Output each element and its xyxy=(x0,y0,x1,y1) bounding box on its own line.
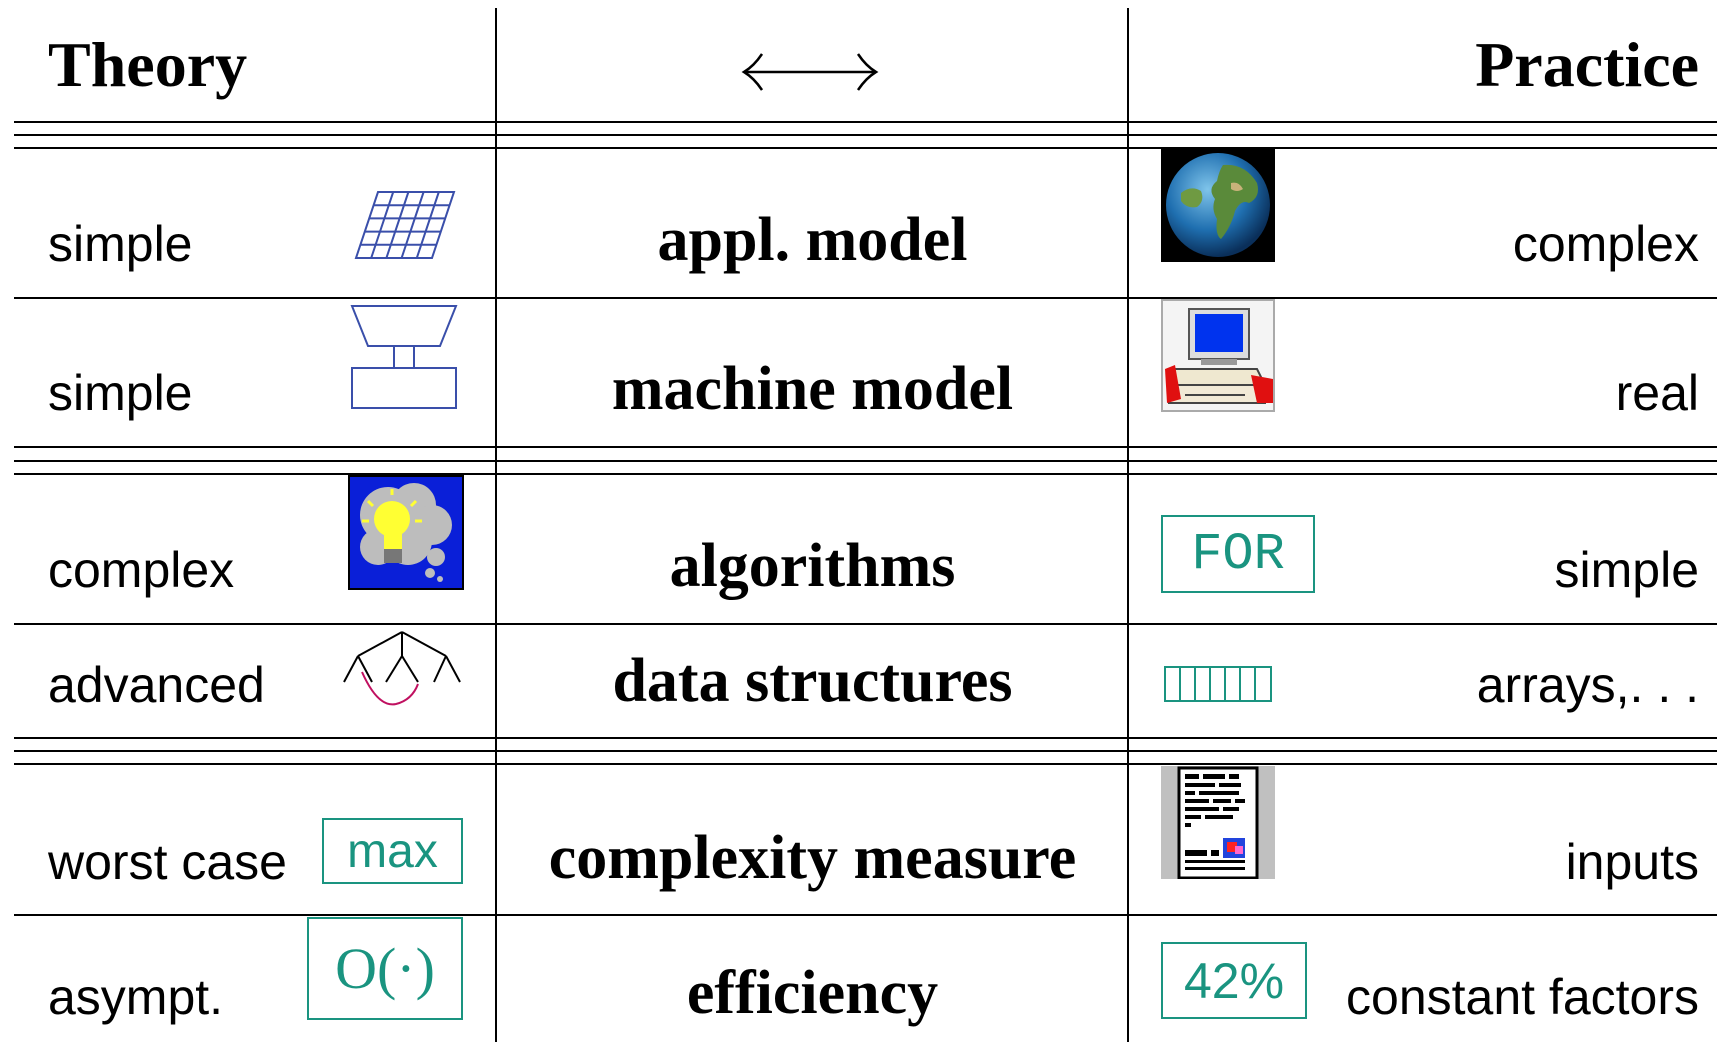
section-rule-3c xyxy=(14,763,1717,765)
earth-globe-icon xyxy=(1161,149,1275,267)
row6-theory-text: asympt. xyxy=(48,969,224,1025)
row1-practice-text: complex xyxy=(1512,216,1699,272)
section-rule-3b xyxy=(14,750,1717,752)
concept-algorithms: algorithms xyxy=(669,532,956,600)
row6-practice-text: constant factors xyxy=(1346,969,1699,1025)
row2-practice-text: real xyxy=(1615,365,1699,421)
max-box: max xyxy=(322,818,463,884)
section-rule-2b xyxy=(14,460,1717,462)
row4-practice-text: arrays,. . . xyxy=(1476,657,1699,713)
theory-heading: Theory xyxy=(48,29,248,100)
row1-theory-text: simple xyxy=(48,216,193,272)
machine-model-icon xyxy=(350,304,458,415)
row2-theory-text: simple xyxy=(48,365,193,421)
row5-practice-text: inputs xyxy=(1565,834,1699,890)
section-rule-3a xyxy=(14,737,1717,739)
concept-machine-model: machine model xyxy=(611,355,1014,423)
concept-appl-model: appl. model xyxy=(657,206,968,274)
percent-box: 42% xyxy=(1161,942,1307,1019)
header-rule-mid xyxy=(14,134,1717,136)
concept-efficiency: efficiency xyxy=(686,959,939,1027)
row5-theory-text: worst case xyxy=(48,834,287,890)
row3-practice-text: simple xyxy=(1554,542,1699,598)
row-divider-5 xyxy=(14,914,1717,916)
row3-theory-text: complex xyxy=(48,542,235,598)
header-rule-bottom xyxy=(14,147,1717,149)
computer-icon xyxy=(1161,299,1275,417)
row-divider-1 xyxy=(14,297,1717,299)
grid-mesh-icon xyxy=(354,190,456,265)
row-divider-3 xyxy=(14,623,1717,625)
concept-data-structures: data structures xyxy=(612,647,1013,715)
section-rule-2c xyxy=(14,473,1717,475)
tree-structure-icon xyxy=(340,628,464,711)
column-divider-left xyxy=(495,8,497,1042)
practice-heading: Practice xyxy=(1475,29,1699,100)
for-loop-box: FOR xyxy=(1161,515,1315,593)
concept-complexity-measure: complexity measure xyxy=(548,824,1077,892)
column-divider-right xyxy=(1127,8,1129,1042)
array-cells-icon xyxy=(1164,666,1272,707)
big-o-box: O(·) xyxy=(307,917,463,1020)
row4-theory-text: advanced xyxy=(48,657,265,713)
document-inputs-icon xyxy=(1161,766,1275,884)
lightbulb-idea-icon xyxy=(348,475,464,595)
section-rule-2a xyxy=(14,446,1717,448)
header-rule-top xyxy=(14,121,1717,123)
double-arrow-icon xyxy=(740,38,880,112)
